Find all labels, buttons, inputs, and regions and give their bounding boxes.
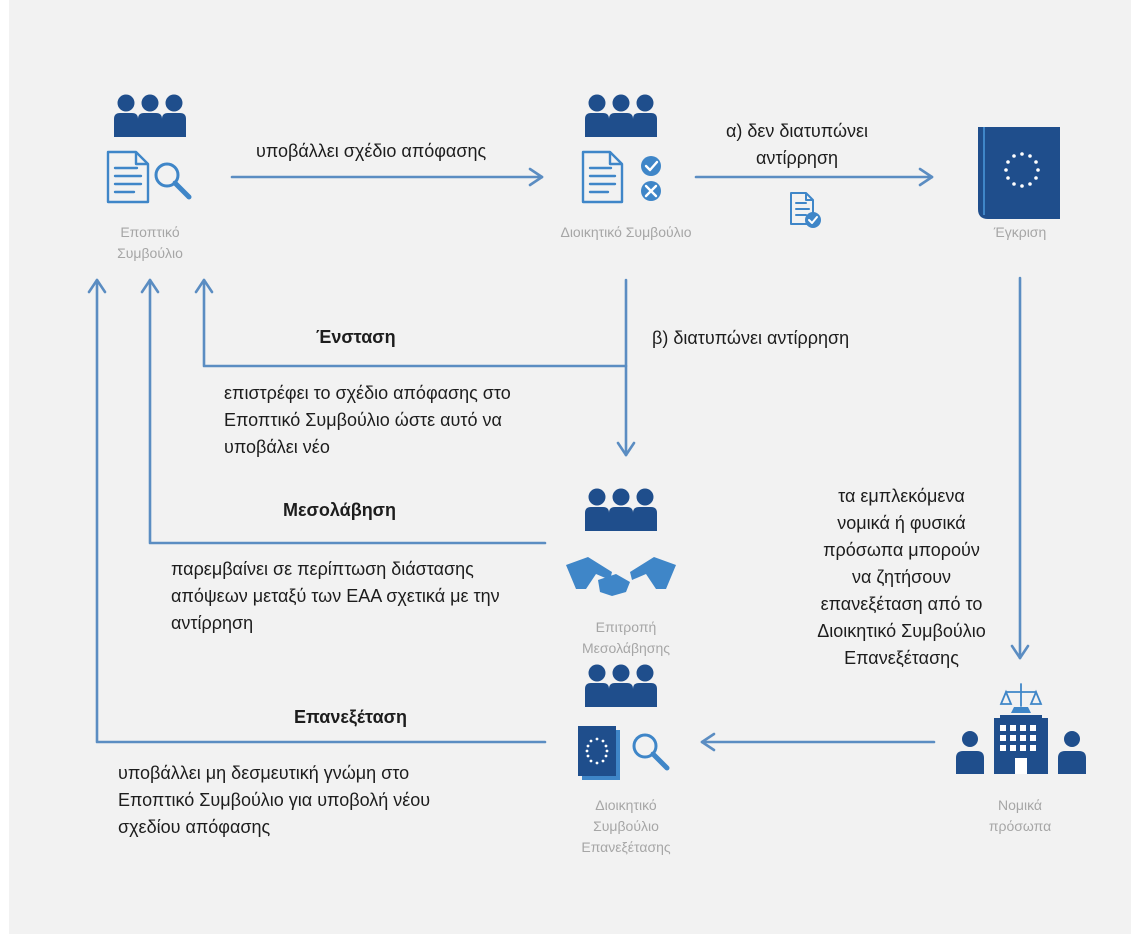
eu-document-search-icon: [578, 726, 670, 780]
node-label-legal-persons: Νομικά πρόσωπα: [988, 797, 1052, 834]
path-title-epanexetasi: Επανεξέταση: [294, 707, 407, 727]
path-text-mesolavisi: παρεμβαίνει σε περίπτωση διάστασης απόψε…: [171, 559, 500, 633]
document-approve-reject-icon: [581, 150, 661, 204]
node-label-mediation-panel: Επιτροπή Μεσολάβησης: [582, 619, 670, 656]
justice-building-icon: [956, 683, 1086, 774]
document-search-icon: [106, 150, 192, 204]
node-label-review-board: Διοικητικό Συμβούλιο Επανεξέτασης: [581, 797, 671, 855]
path-text-epanexetasi: υποβάλλει μη δεσμευτική γνώμη στο Εποπτι…: [118, 763, 431, 837]
path-text-enstasi: επιστρέφει το σχέδιο απόφασης στο Εποπτι…: [224, 383, 511, 457]
edge-label-objection: β) διατυπώνει αντίρρηση: [652, 328, 850, 348]
edge-label-submits-draft: υποβάλλει σχέδιο απόφασης: [256, 141, 487, 161]
arrow-mesolavisi-return: [140, 278, 547, 545]
node-label-management-board: Διοικητικό Συμβούλιο: [560, 224, 692, 240]
document-check-icon: [790, 192, 821, 228]
node-label-approval: Έγκριση: [993, 224, 1047, 240]
node-label-supervisory-board: Εποπτικό Συμβούλιο: [117, 224, 183, 261]
arrow-epanexetasi-return: [87, 278, 547, 744]
arrow-enstasi-return: [194, 278, 628, 368]
eu-book-icon: [978, 127, 1060, 219]
handshake-icon: [566, 557, 676, 596]
path-title-mesolavisi: Μεσολάβηση: [283, 500, 396, 520]
path-title-enstasi: Ένσταση: [316, 327, 396, 347]
diagram-background: [9, 0, 1131, 934]
edge-label-legal-request: τα εμπλεκόμενα νομικά ή φυσικά πρόσωπα μ…: [817, 486, 986, 668]
edge-label-no-objection: α) δεν διατυπώνει αντίρρηση: [725, 121, 869, 168]
